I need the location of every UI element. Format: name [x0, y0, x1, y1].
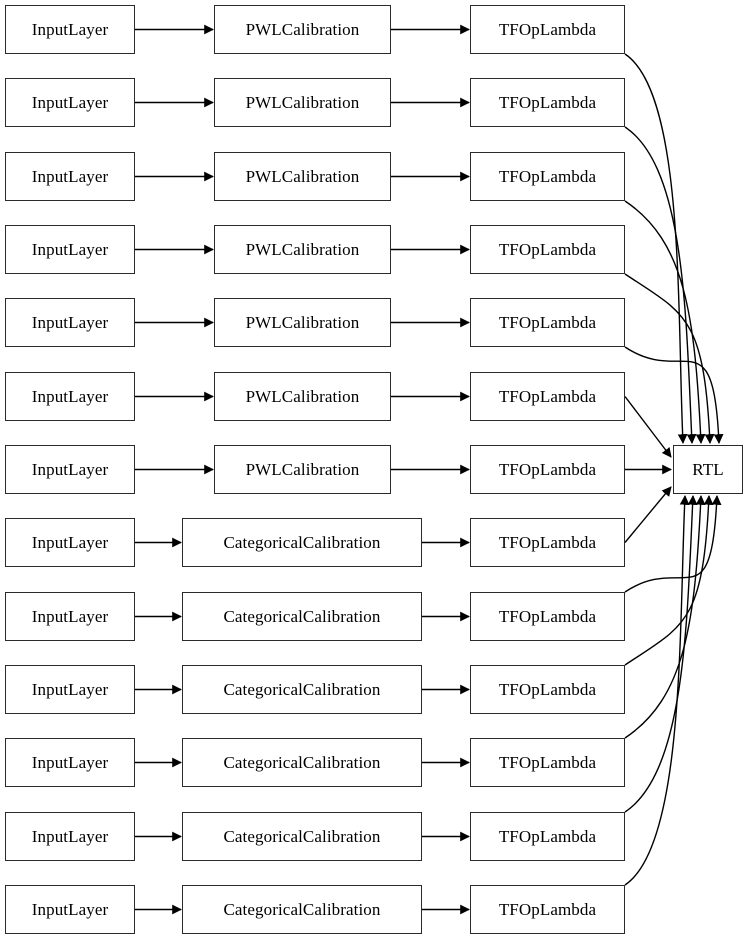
- node-tfoplambda-2[interactable]: TFOpLambda: [470, 152, 625, 201]
- edge-lambda-to-rtl-5: [624, 396, 672, 458]
- node-label: TFOpLambda: [498, 240, 597, 259]
- node-input-layer-5[interactable]: InputLayer: [5, 372, 135, 421]
- node-label: CategoricalCalibration: [223, 680, 381, 699]
- node-tfoplambda-9[interactable]: TFOpLambda: [470, 665, 625, 714]
- node-pwl-calibration-5[interactable]: PWLCalibration: [214, 372, 391, 421]
- node-label: InputLayer: [31, 680, 109, 699]
- edge-lambda-to-rtl-0: [624, 53, 688, 444]
- node-input-layer-4[interactable]: InputLayer: [5, 298, 135, 347]
- node-input-layer-11[interactable]: InputLayer: [5, 812, 135, 861]
- node-input-layer-10[interactable]: InputLayer: [5, 738, 135, 787]
- node-label: PWLCalibration: [245, 167, 360, 186]
- node-pwl-calibration-6[interactable]: PWLCalibration: [214, 445, 391, 494]
- node-input-layer-3[interactable]: InputLayer: [5, 225, 135, 274]
- node-pwl-calibration-2[interactable]: PWLCalibration: [214, 152, 391, 201]
- node-categorical-calibration-7[interactable]: CategoricalCalibration: [182, 518, 422, 567]
- node-label: TFOpLambda: [498, 167, 597, 186]
- node-label: TFOpLambda: [498, 460, 597, 479]
- node-label: InputLayer: [31, 387, 109, 406]
- node-label: InputLayer: [31, 93, 109, 112]
- node-input-layer-1[interactable]: InputLayer: [5, 78, 135, 127]
- node-categorical-calibration-9[interactable]: CategoricalCalibration: [182, 665, 422, 714]
- node-tfoplambda-1[interactable]: TFOpLambda: [470, 78, 625, 127]
- node-label: InputLayer: [31, 240, 109, 259]
- node-categorical-calibration-12[interactable]: CategoricalCalibration: [182, 885, 422, 934]
- node-label: TFOpLambda: [498, 387, 597, 406]
- node-pwl-calibration-0[interactable]: PWLCalibration: [214, 5, 391, 54]
- node-label: TFOpLambda: [498, 607, 597, 626]
- node-label: PWLCalibration: [245, 387, 360, 406]
- node-label: CategoricalCalibration: [223, 607, 381, 626]
- edge-lambda-to-rtl-2: [624, 200, 706, 444]
- edge-lambda-to-rtl-8: [624, 495, 722, 593]
- node-label: InputLayer: [31, 313, 109, 332]
- node-tfoplambda-6[interactable]: TFOpLambda: [470, 445, 625, 494]
- node-tfoplambda-0[interactable]: TFOpLambda: [470, 5, 625, 54]
- node-label: InputLayer: [31, 827, 109, 846]
- node-input-layer-8[interactable]: InputLayer: [5, 592, 135, 641]
- node-label: TFOpLambda: [498, 533, 597, 552]
- node-input-layer-6[interactable]: InputLayer: [5, 445, 135, 494]
- node-categorical-calibration-10[interactable]: CategoricalCalibration: [182, 738, 422, 787]
- edge-lambda-to-rtl-9: [624, 495, 714, 666]
- node-rtl-output[interactable]: RTL: [673, 445, 743, 494]
- edge-lambda-to-rtl-10: [624, 495, 706, 739]
- node-input-layer-0[interactable]: InputLayer: [5, 5, 135, 54]
- node-tfoplambda-10[interactable]: TFOpLambda: [470, 738, 625, 787]
- node-label: InputLayer: [31, 900, 109, 919]
- node-tfoplambda-11[interactable]: TFOpLambda: [470, 812, 625, 861]
- node-label: CategoricalCalibration: [223, 900, 381, 919]
- node-label: InputLayer: [31, 167, 109, 186]
- edge-lambda-to-rtl-4: [624, 346, 724, 444]
- node-pwl-calibration-4[interactable]: PWLCalibration: [214, 298, 391, 347]
- node-pwl-calibration-3[interactable]: PWLCalibration: [214, 225, 391, 274]
- node-tfoplambda-8[interactable]: TFOpLambda: [470, 592, 625, 641]
- node-label: InputLayer: [31, 460, 109, 479]
- node-label: PWLCalibration: [245, 240, 360, 259]
- node-label: InputLayer: [31, 533, 109, 552]
- node-label: InputLayer: [31, 753, 109, 772]
- node-tfoplambda-3[interactable]: TFOpLambda: [470, 225, 625, 274]
- node-label: PWLCalibration: [245, 313, 360, 332]
- node-input-layer-9[interactable]: InputLayer: [5, 665, 135, 714]
- node-label: PWLCalibration: [245, 460, 360, 479]
- node-input-layer-7[interactable]: InputLayer: [5, 518, 135, 567]
- node-label: TFOpLambda: [498, 680, 597, 699]
- node-label: CategoricalCalibration: [223, 533, 381, 552]
- node-label: PWLCalibration: [245, 20, 360, 39]
- node-label: CategoricalCalibration: [223, 827, 381, 846]
- node-input-layer-12[interactable]: InputLayer: [5, 885, 135, 934]
- edge-lambda-to-rtl-3: [624, 273, 715, 444]
- node-label: RTL: [692, 460, 724, 479]
- node-label: InputLayer: [31, 607, 109, 626]
- edge-lambda-to-rtl-12: [624, 495, 690, 886]
- node-tfoplambda-5[interactable]: TFOpLambda: [470, 372, 625, 421]
- node-pwl-calibration-1[interactable]: PWLCalibration: [214, 78, 391, 127]
- node-label: TFOpLambda: [498, 900, 597, 919]
- node-label: CategoricalCalibration: [223, 753, 381, 772]
- node-label: TFOpLambda: [498, 753, 597, 772]
- node-label: InputLayer: [31, 20, 109, 39]
- node-categorical-calibration-8[interactable]: CategoricalCalibration: [182, 592, 422, 641]
- node-label: TFOpLambda: [498, 20, 597, 39]
- edge-lambda-to-rtl-7: [624, 486, 672, 543]
- node-label: TFOpLambda: [498, 313, 597, 332]
- node-label: TFOpLambda: [498, 93, 597, 112]
- node-input-layer-2[interactable]: InputLayer: [5, 152, 135, 201]
- edge-lambda-to-rtl-11: [624, 495, 698, 813]
- node-label: TFOpLambda: [498, 827, 597, 846]
- node-label: PWLCalibration: [245, 93, 360, 112]
- node-tfoplambda-4[interactable]: TFOpLambda: [470, 298, 625, 347]
- node-tfoplambda-12[interactable]: TFOpLambda: [470, 885, 625, 934]
- node-tfoplambda-7[interactable]: TFOpLambda: [470, 518, 625, 567]
- edge-lambda-to-rtl-1: [624, 126, 697, 444]
- node-categorical-calibration-11[interactable]: CategoricalCalibration: [182, 812, 422, 861]
